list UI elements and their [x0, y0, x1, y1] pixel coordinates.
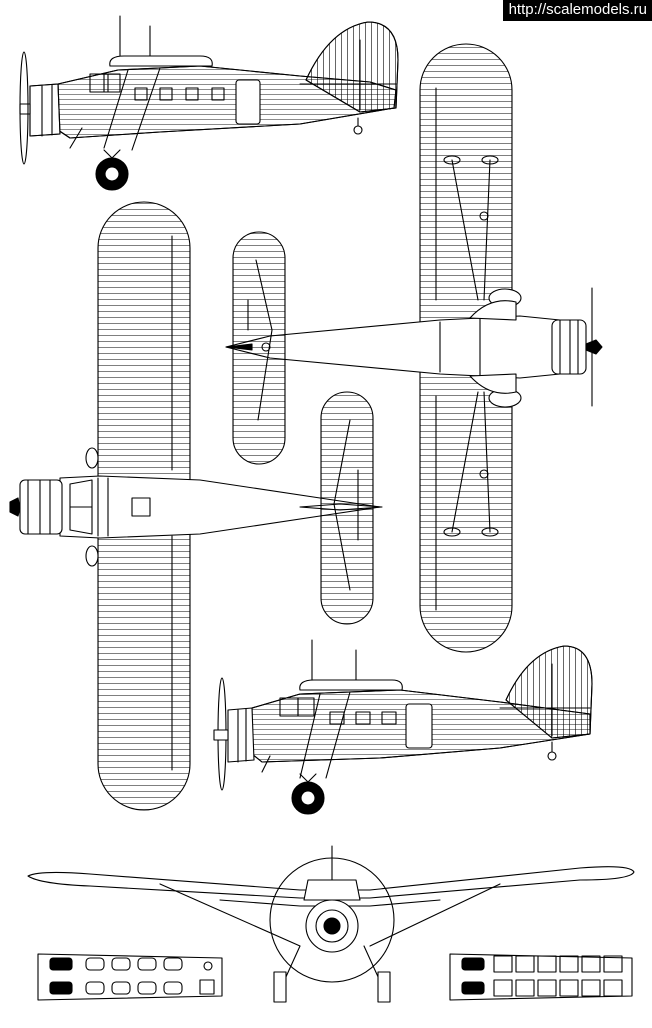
top-view-tail-upper	[233, 232, 285, 464]
top-view-lower-wing	[10, 202, 382, 810]
upper-wing-front	[28, 867, 634, 898]
tail-fin-lower	[506, 646, 592, 738]
top-view-upper-wing	[226, 44, 602, 652]
engine-cowling	[30, 84, 60, 136]
cowling-top	[20, 480, 62, 534]
cabin-layout-seats	[38, 954, 222, 1000]
propeller	[20, 52, 28, 164]
watermark-url: http://scalemodels.ru	[502, 0, 652, 21]
front-view	[28, 846, 634, 1002]
side-view-top	[20, 16, 398, 190]
cabin-door-lower	[406, 704, 432, 748]
upper-wing-side	[110, 56, 212, 66]
top-view-tail-lower	[321, 392, 373, 624]
cabin-windows	[90, 74, 224, 100]
cabin-layout-cargo	[450, 954, 632, 1000]
side-view-bottom	[214, 640, 592, 814]
cabin-door	[236, 80, 260, 124]
